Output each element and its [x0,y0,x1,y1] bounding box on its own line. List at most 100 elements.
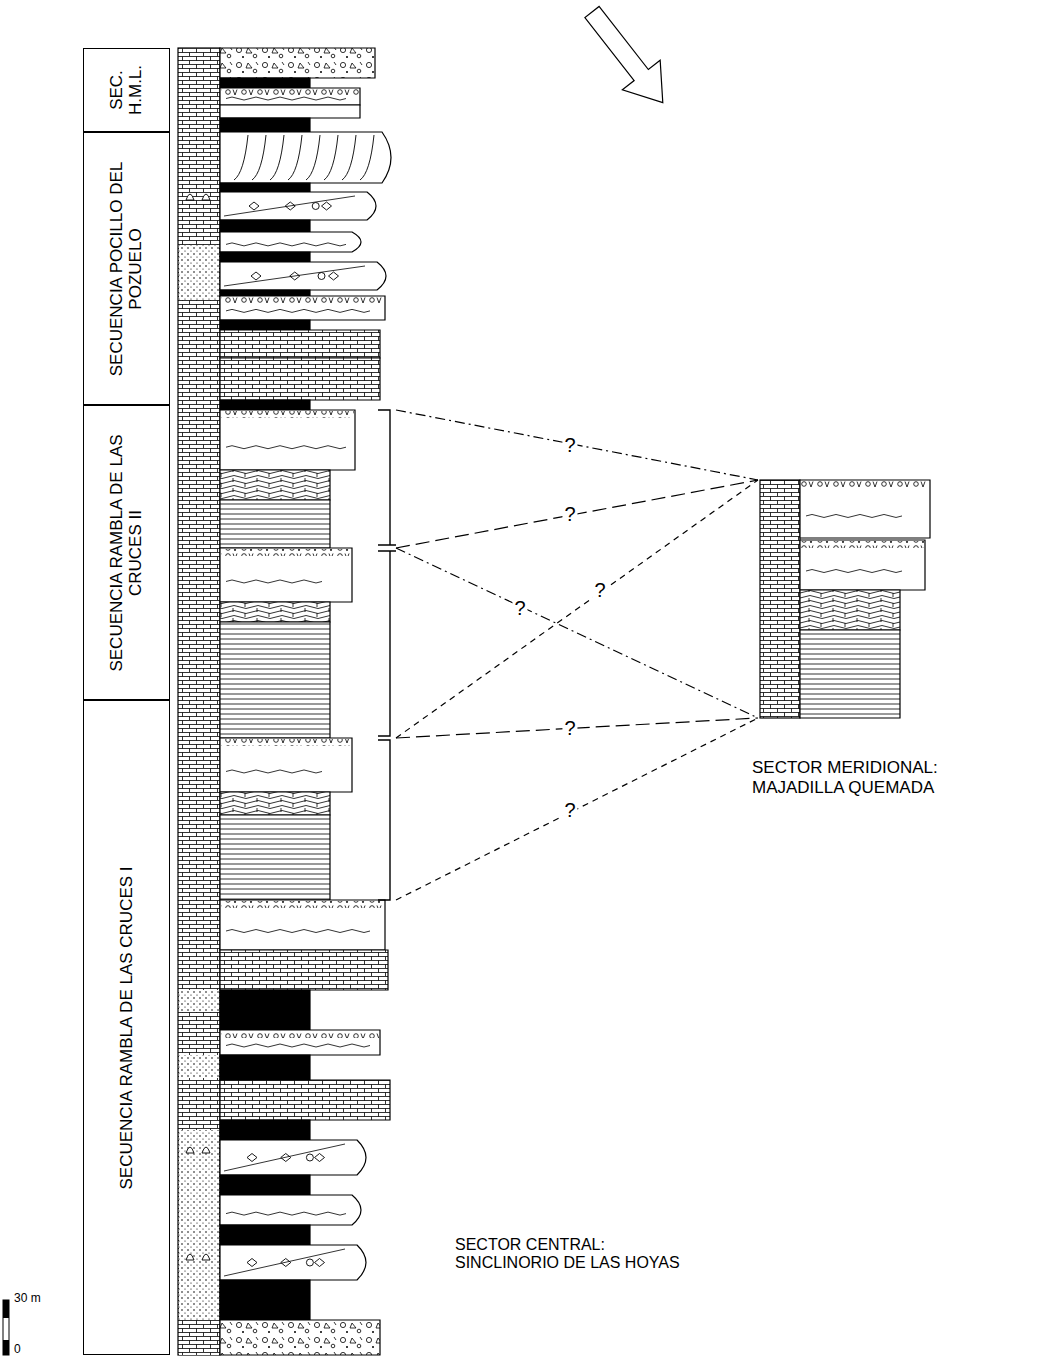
bed [220,220,310,232]
cross-bedding [360,135,374,180]
uncertainty-mark: ? [512,597,527,619]
fossil-symbol [312,203,319,210]
fossil-symbol [247,1154,257,1162]
ooid-top [801,481,929,488]
oyster-symbol [186,1254,210,1260]
cross-bedding [252,135,266,180]
bed [220,1280,310,1320]
fossil-symbol [285,202,295,210]
bed-lamina [226,580,322,583]
bed [220,1225,310,1245]
bed [220,262,386,290]
fossil-symbol [315,1259,325,1267]
bed [220,252,310,262]
bed-lamina [224,1144,345,1171]
oyster-symbol [186,1147,210,1153]
scale-bar-black [3,1300,9,1318]
bed [220,1195,361,1225]
fossil-symbol [306,1259,313,1266]
ooid-top [221,411,354,418]
uncertainty-mark: ? [592,579,607,601]
bed-lamina [806,514,902,517]
scale-label: 0 [14,1343,21,1357]
correlation-line [396,480,758,738]
sector-label: SECTOR CENTRAL: SINCLINORIO DE LAS HOYAS [455,1236,705,1273]
bed [220,48,375,78]
fossil-symbol [249,202,259,210]
correlation-line [396,548,758,718]
fossil-symbol [315,1154,325,1162]
bracket [378,410,396,900]
bed [220,400,310,410]
uncertainty-mark: ? [562,434,577,456]
bed [220,470,330,500]
direction-arrow [573,0,682,117]
bed-lamina [224,196,355,216]
sequence-box: SECUENCIA POCILLO DEL POZUELO [83,132,170,405]
correlation-line [396,410,758,480]
bed [220,815,330,900]
bed [220,1080,390,1120]
fossil-symbol [322,202,332,210]
sequence-name: SECUENCIA RAMBLA DE LAS CRUCES II [108,411,145,694]
ooid-top [221,901,384,908]
bed [220,1120,310,1140]
sandstone-fill [179,1130,219,1320]
bed-lamina [226,97,346,100]
fossil-symbol [251,272,261,280]
bed-lamina [226,309,370,312]
bed [220,1030,380,1055]
limestone-fill [179,1320,219,1355]
sequence-box: SECUENCIA RAMBLA DE LAS CRUCES II [83,405,170,700]
sandstone-fill [179,1055,219,1078]
bed [220,1175,310,1195]
bed [800,630,900,718]
sequence-name: SEC. H.M.L. [108,54,145,126]
cross-bedding [270,135,284,180]
bed-lamina [226,770,322,773]
cross-bedding [288,135,302,180]
bed [220,990,310,1030]
lithology-column [760,480,800,718]
fossil-symbol [306,1154,313,1161]
sequence-box: SECUENCIA RAMBLA DE LAS CRUCES I [83,700,170,1355]
fossil-symbol [247,1259,257,1267]
scale-bar-black [3,1340,9,1355]
bed [220,296,385,320]
oyster-symbol [186,194,210,200]
cross-bedding [324,135,338,180]
sector-label: SECTOR MERIDIONAL: MAJADILLA QUEMADA [752,758,1002,797]
correlation-group [378,410,758,900]
bed-lamina [226,930,370,933]
fossil-symbol [329,272,339,280]
bed [800,590,900,630]
fossil-symbol [318,273,325,280]
uncertainty-mark: ? [562,717,577,739]
bed-lamina [226,446,346,449]
sequence-box: SEC. H.M.L. [83,48,170,132]
bed [800,480,930,538]
bed [220,792,330,815]
correlation-line [396,718,758,900]
bed [220,950,388,990]
bed [220,738,352,792]
bed [220,1055,310,1080]
fossil-symbol [290,272,300,280]
uncertainty-mark: ? [562,799,577,821]
bed [220,232,361,252]
bed [220,88,360,105]
sandstone-fill [179,990,219,1012]
bed-lamina [806,570,902,573]
bed [220,320,310,330]
bed-lamina [224,266,365,286]
limestone-fill [179,48,219,78]
bed [220,1245,366,1280]
uncertainty-mark: ? [562,503,577,525]
ooid-top [221,297,384,304]
sequence-name: SECUENCIA RAMBLA DE LAS CRUCES I [117,706,136,1349]
bed [220,622,330,738]
cross-bedding [234,135,248,180]
bed [220,118,310,132]
scale-label: 30 m [14,1292,41,1306]
bed [220,1320,380,1355]
